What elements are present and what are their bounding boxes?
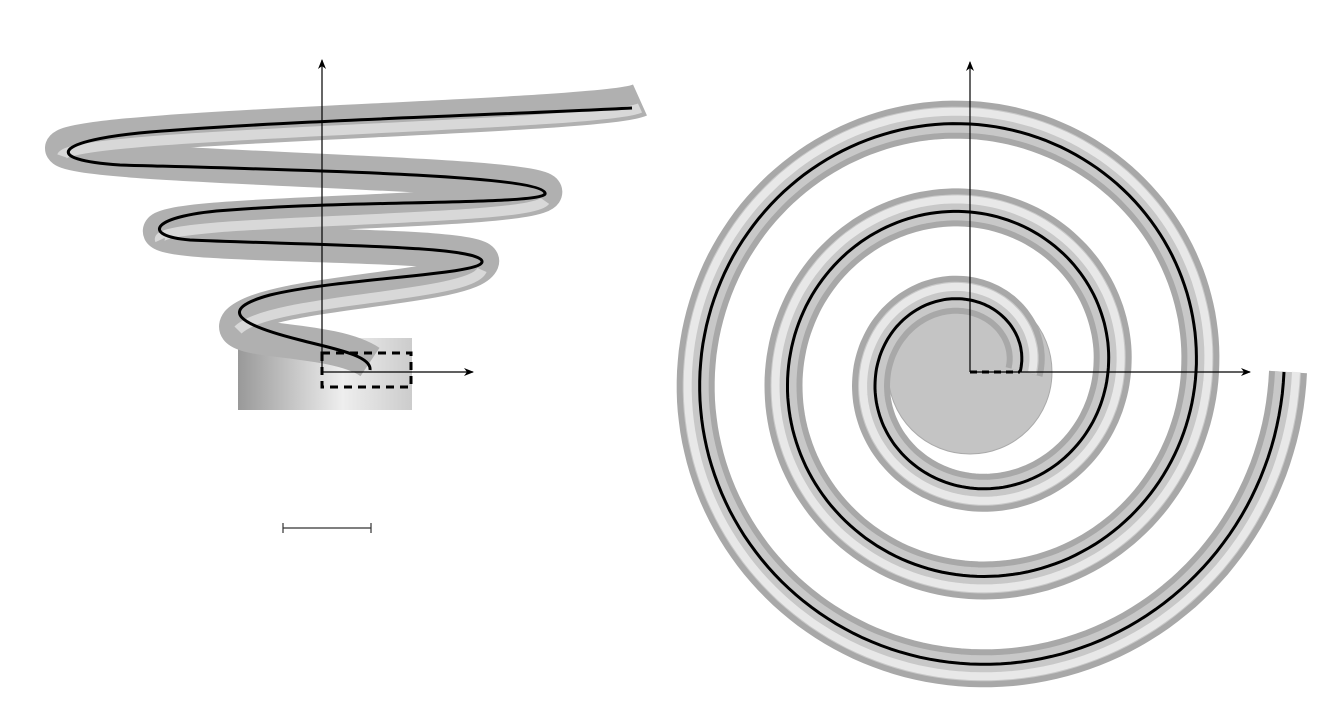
scale-bar: [282, 523, 372, 533]
spiral-ribbon-highlight: [683, 107, 1300, 681]
helix-curve: [67, 106, 633, 371]
side-view: [44, 59, 647, 533]
ribbon-highlight: [57, 103, 643, 334]
top-view: [676, 61, 1307, 688]
spiral-ribbon: [682, 106, 1301, 682]
dashed-highlight-box: [320, 351, 413, 389]
spiral-curve: [698, 122, 1286, 666]
